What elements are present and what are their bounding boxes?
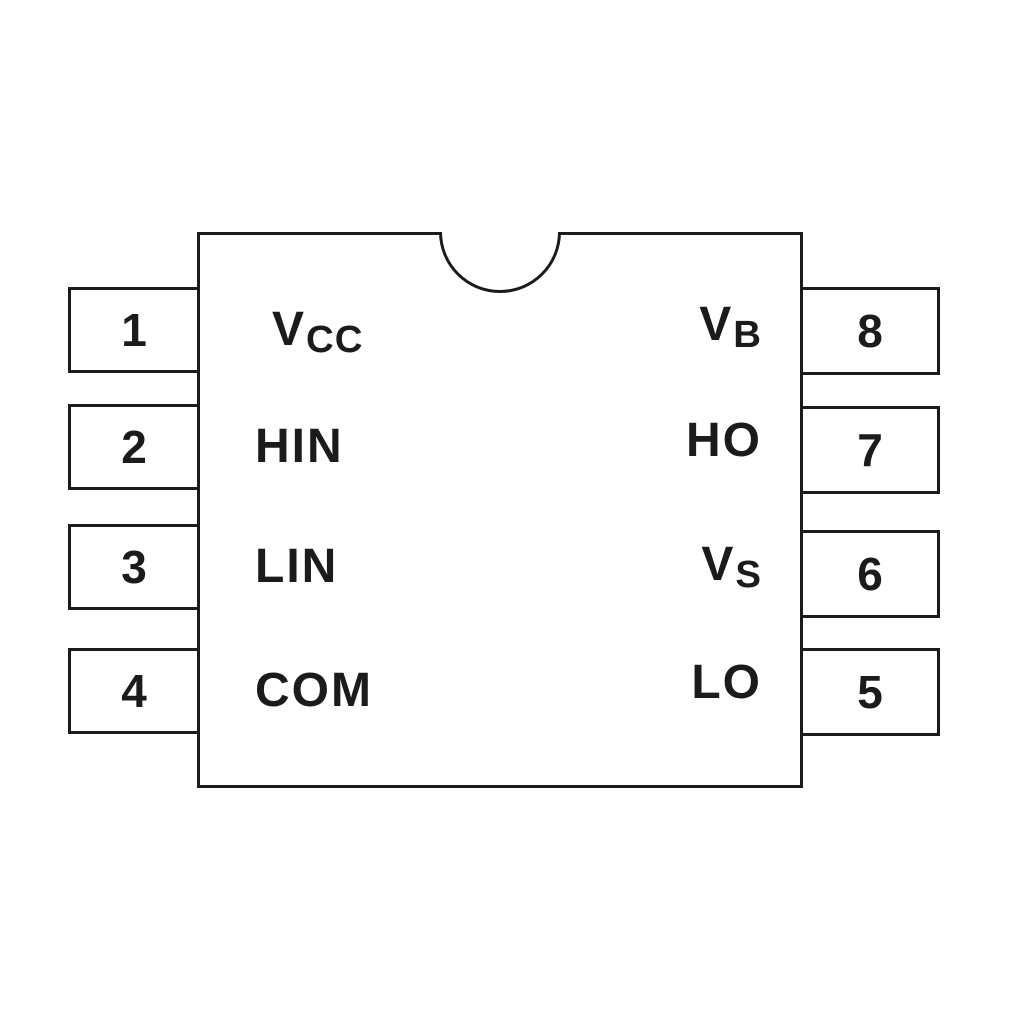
pin-box-4: 4	[68, 648, 200, 734]
pin-box-2: 2	[68, 404, 200, 490]
pin-number: 1	[121, 304, 147, 356]
pin-label-sub: B	[733, 312, 762, 356]
pin-label-sub: S	[735, 552, 762, 596]
pin-box-5: 5	[800, 648, 940, 736]
pin-number: 3	[121, 541, 147, 593]
pin-label-main: V	[701, 538, 736, 591]
orientation-notch-icon	[439, 232, 561, 293]
pin-label-vs: VS	[701, 537, 762, 596]
pin-number: 7	[857, 424, 883, 476]
pin-label-lo: LO	[691, 655, 762, 714]
pin-box-6: 6	[800, 530, 940, 618]
pin-number: 5	[857, 666, 883, 718]
pin-label-vb: VB	[699, 297, 762, 356]
pin-box-1: 1	[68, 287, 200, 373]
pin-box-7: 7	[800, 406, 940, 494]
pin-label-hin: HIN	[255, 419, 344, 478]
pin-label-main: COM	[255, 664, 373, 717]
ic-body: VCC HIN LIN COM VB HO VS LO	[197, 232, 803, 788]
pin-label-vcc: VCC	[272, 302, 363, 361]
pin-box-3: 3	[68, 524, 200, 610]
pin-label-main: LO	[691, 656, 762, 709]
pin-label-main: HO	[686, 414, 762, 467]
pin-number: 4	[121, 665, 147, 717]
pin-label-main: LIN	[255, 540, 339, 593]
pin-label-sub: CC	[306, 317, 364, 361]
pin-number: 2	[121, 421, 147, 473]
pin-label-main: HIN	[255, 420, 344, 473]
pin-label-lin: LIN	[255, 539, 338, 598]
pin-number: 6	[857, 548, 883, 600]
pin-label-com: COM	[255, 663, 373, 722]
pin-box-8: 8	[800, 287, 940, 375]
pin-number: 8	[857, 305, 883, 357]
pin-label-main: V	[272, 303, 307, 356]
pin-label-ho: HO	[686, 413, 762, 472]
pin-label-main: V	[699, 298, 734, 351]
